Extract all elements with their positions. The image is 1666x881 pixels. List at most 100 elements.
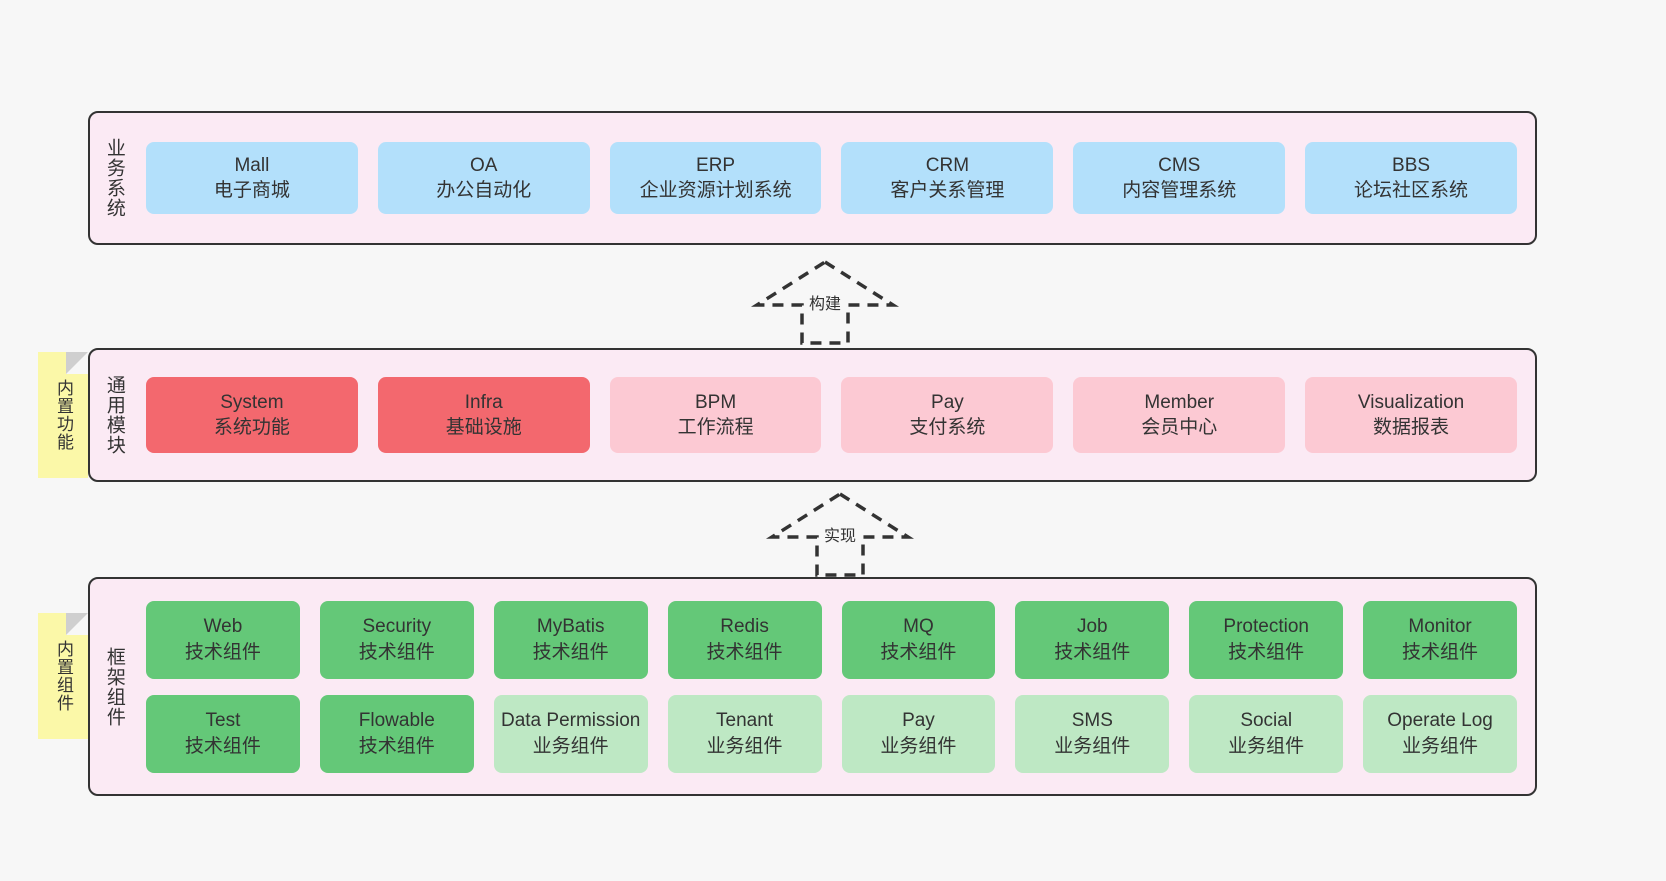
card-web[interactable]: Web 技术组件 [146,600,300,679]
card-title-cn: 内容管理系统 [1122,180,1237,201]
card-title-en: Data Permission [500,710,641,732]
card-title-en: SMS [1071,710,1113,732]
card-title-en: CRM [925,154,970,176]
card-title-en: Mall [234,154,270,176]
card-title-cn: 技术组件 [532,641,609,663]
card-data-permission[interactable]: Data Permission 业务组件 [493,694,648,773]
connector-label-realize: 实现 [823,528,857,545]
card-pay-component[interactable]: Pay 业务组件 [841,694,996,773]
layer-body-business-system: Mall 电子商城 OA 办公自动化 ERP 企业资源计划系统 CRM 客户关系… [138,113,1535,243]
card-test[interactable]: Test 技术组件 [146,694,300,773]
card-title-en: Flowable [358,710,435,732]
card-title-en: Social [1240,710,1293,732]
card-title-en: Job [1076,616,1108,638]
card-security[interactable]: Security 技术组件 [319,600,474,679]
card-member[interactable]: Member 会员中心 [1073,377,1286,453]
card-title-en: Infra [464,391,503,413]
card-flowable[interactable]: Flowable 技术组件 [319,694,474,773]
card-job[interactable]: Job 技术组件 [1015,600,1170,679]
card-title-en: BPM [694,391,737,413]
card-monitor[interactable]: Monitor 技术组件 [1363,600,1517,679]
card-pay-module[interactable]: Pay 支付系统 [841,377,1054,453]
layer-framework-components: 框架组件 Web 技术组件 Security 技术组件 MyBatis 技术组件… [88,577,1537,796]
card-title-en: Pay [902,710,935,732]
layer-title-framework-components: 框架组件 [103,646,125,727]
card-row: Mall 电子商城 OA 办公自动化 ERP 企业资源计划系统 CRM 客户关系… [146,142,1517,214]
card-mq[interactable]: MQ 技术组件 [841,600,996,679]
card-oa[interactable]: OA 办公自动化 [377,142,590,214]
card-redis[interactable]: Redis 技术组件 [667,600,822,679]
connector-build: 构建 [745,255,905,351]
card-system[interactable]: System 系统功能 [146,377,358,453]
card-title-cn: 工作流程 [677,417,754,438]
card-title-cn: 数据报表 [1373,417,1450,438]
card-title-cn: 技术组件 [184,735,261,757]
card-title-cn: 业务组件 [1402,735,1479,757]
connector-realize: 实现 [760,487,920,583]
card-title-cn: 业务组件 [880,735,957,757]
card-title-cn: 会员中心 [1141,417,1218,438]
sticky-note-builtin-features: 内置功能 [38,352,88,478]
card-title-cn: 电子商城 [213,180,290,201]
card-title-cn: 技术组件 [1402,641,1479,663]
card-bbs[interactable]: BBS 论坛社区系统 [1305,142,1517,214]
card-infra[interactable]: Infra 基础设施 [377,377,590,453]
card-title-en: Redis [720,616,769,638]
card-sms[interactable]: SMS 业务组件 [1015,694,1170,773]
card-mybatis[interactable]: MyBatis 技术组件 [493,600,648,679]
card-title-cn: 业务组件 [706,735,783,757]
card-title-cn: 业务组件 [532,735,609,757]
card-visualization[interactable]: Visualization 数据报表 [1305,377,1517,453]
layer-title-common-modules: 通用模块 [103,375,125,455]
card-title-cn: 技术组件 [706,641,783,663]
connector-label-build: 构建 [808,296,842,313]
card-row: System 系统功能 Infra 基础设施 BPM 工作流程 Pay 支付系统… [146,377,1517,453]
card-title-en: MQ [903,616,934,638]
card-title-cn: 办公自动化 [436,180,532,201]
card-title-en: Tenant [716,710,774,732]
card-title-en: MyBatis [536,616,605,638]
card-social[interactable]: Social 业务组件 [1189,694,1344,773]
layer-body-common-modules: System 系统功能 Infra 基础设施 BPM 工作流程 Pay 支付系统… [138,350,1535,480]
card-title-cn: 技术组件 [184,641,261,663]
card-title-cn: 技术组件 [880,641,957,663]
layer-business-system: 业务系统 Mall 电子商城 OA 办公自动化 ERP 企业资源计划系统 CRM… [88,111,1537,245]
card-title-cn: 企业资源计划系统 [639,180,792,201]
card-crm[interactable]: CRM 客户关系管理 [841,142,1054,214]
card-title-en: Member [1144,391,1215,413]
card-title-cn: 支付系统 [909,417,986,438]
card-tenant[interactable]: Tenant 业务组件 [667,694,822,773]
card-title-cn: 技术组件 [358,641,435,663]
card-title-en: OA [470,154,498,176]
card-title-en: Security [362,616,432,638]
layer-title-business-system: 业务系统 [103,138,125,218]
card-title-cn: 技术组件 [1228,641,1305,663]
card-bpm[interactable]: BPM 工作流程 [609,377,822,453]
card-title-cn: 论坛社区系统 [1354,180,1469,201]
sticky-note-label: 内置功能 [54,379,74,451]
card-title-en: Monitor [1408,616,1472,638]
card-row: Test 技术组件 Flowable 技术组件 Data Permission … [146,694,1517,773]
card-title-cn: 客户关系管理 [890,180,1005,201]
card-erp[interactable]: ERP 企业资源计划系统 [609,142,822,214]
sticky-note-builtin-components: 内置组件 [38,613,88,739]
card-title-cn: 技术组件 [1054,641,1131,663]
card-title-cn: 技术组件 [358,735,435,757]
card-protection[interactable]: Protection 技术组件 [1189,600,1344,679]
layer-body-framework-components: Web 技术组件 Security 技术组件 MyBatis 技术组件 Redi… [138,579,1535,794]
card-title-en: Pay [931,391,964,413]
card-mall[interactable]: Mall 电子商城 [146,142,358,214]
card-title-en: Operate Log [1387,710,1493,732]
card-title-cn: 系统功能 [213,417,290,438]
sticky-note-label: 内置组件 [54,640,74,712]
card-row: Web 技术组件 Security 技术组件 MyBatis 技术组件 Redi… [146,600,1517,679]
card-title-en: System [220,391,284,413]
card-title-en: CMS [1158,154,1201,176]
card-title-en: Test [205,710,241,732]
card-title-cn: 基础设施 [445,417,522,438]
layer-common-modules: 通用模块 System 系统功能 Infra 基础设施 BPM 工作流程 Pay… [88,348,1537,482]
card-operate-log[interactable]: Operate Log 业务组件 [1363,694,1517,773]
card-cms[interactable]: CMS 内容管理系统 [1073,142,1286,214]
card-title-en: ERP [696,154,736,176]
